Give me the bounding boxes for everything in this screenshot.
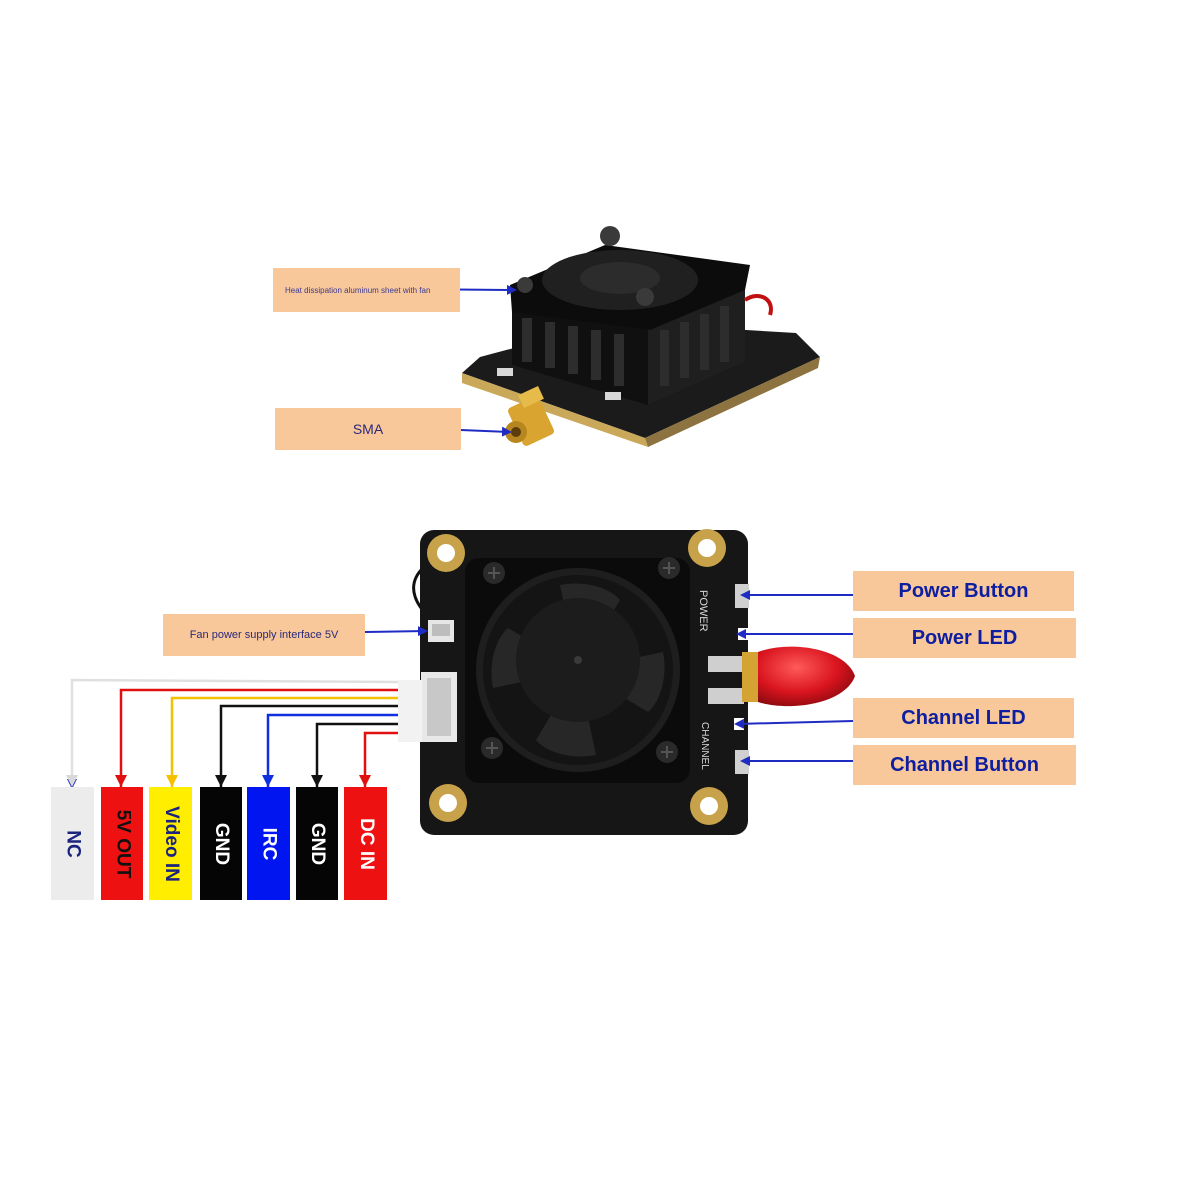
pin-header xyxy=(398,672,457,742)
mounting-holes xyxy=(427,529,728,825)
wire-gnd-1 xyxy=(219,704,398,787)
pin-gnd-2: GND xyxy=(296,787,338,900)
silk-power: POWER xyxy=(697,590,709,632)
channel-led-arrow xyxy=(734,718,854,729)
wire-5v-out xyxy=(119,688,398,787)
silk-channel: CHANNEL xyxy=(699,722,710,770)
module-angled-view xyxy=(462,226,820,447)
wire-irc xyxy=(266,713,398,787)
cooling-fan xyxy=(465,557,690,783)
heat-sink-label: Heat dissipation aluminum sheet with fan xyxy=(273,268,460,312)
power-led-label: Power LED xyxy=(853,618,1076,658)
sma-arrow xyxy=(460,426,512,437)
pin-irc: IRC xyxy=(247,787,290,900)
channel-led-label: Channel LED xyxy=(853,698,1074,738)
wire-nc xyxy=(67,678,399,789)
fan-connector xyxy=(428,620,454,642)
wire-video-in xyxy=(170,696,398,787)
power-button-label: Power Button xyxy=(853,571,1074,611)
fan-power-label: Fan power supply interface 5V xyxy=(163,614,365,656)
sma-connector xyxy=(505,386,554,446)
channel-button-label: Channel Button xyxy=(853,745,1076,785)
wire-gnd-2 xyxy=(315,722,398,787)
pin-nc: NC xyxy=(51,787,94,900)
fan-power-arrow xyxy=(364,626,428,637)
antenna xyxy=(742,646,855,707)
pin-video-in: Video IN xyxy=(149,787,192,900)
pin-wires xyxy=(67,678,399,789)
pin-dc-in: DC IN xyxy=(344,787,387,900)
pin-gnd-1: GND xyxy=(200,787,242,900)
sma-label: SMA xyxy=(275,408,461,450)
pin-5v-out: 5V OUT xyxy=(101,787,143,900)
pin-wire-arrowheads xyxy=(66,775,371,787)
wire-dc-in xyxy=(363,731,398,787)
module-top-view: POWER CHANNEL xyxy=(398,529,855,835)
